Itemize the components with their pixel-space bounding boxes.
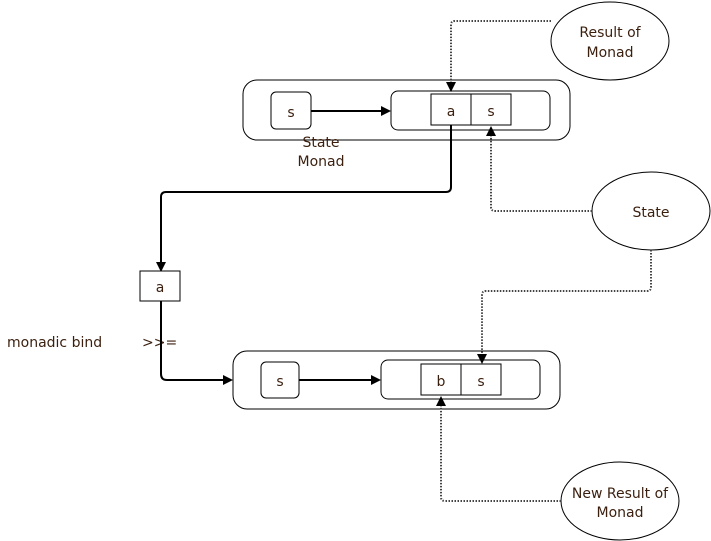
lower-result-value-cell [420, 363, 462, 396]
state-to-upper-pointer [486, 126, 592, 212]
bind-operator-label: >>= [142, 335, 177, 351]
state-monad-caption-line2: Monad [298, 154, 345, 170]
lower-result-state-label: s [477, 374, 484, 390]
new-result-line1: New Result of [572, 486, 669, 502]
bind-group: a monadic bind >>= [7, 270, 181, 351]
bind-value-box [139, 270, 181, 302]
state-callout-label: State [632, 205, 669, 221]
extract-value-arrow [156, 125, 452, 272]
new-result-pointer [436, 396, 561, 502]
state-to-lower-pointer [477, 250, 652, 364]
lower-input-state-label: s [276, 374, 283, 390]
upper-result-value-label: a [447, 104, 456, 120]
new-result-callout: New Result of Monad [560, 461, 680, 541]
upper-monad: s a s State Monad [242, 79, 571, 170]
result-of-monad-pointer [446, 20, 551, 92]
lower-result-value-label: b [437, 374, 446, 390]
result-of-monad-ellipse [550, 1, 670, 81]
upper-result-state-label: s [487, 104, 494, 120]
state-callout: State [591, 171, 711, 251]
state-monad-caption-line1: State [302, 135, 339, 151]
bind-value-label: a [156, 280, 165, 296]
result-of-monad-line2: Monad [587, 45, 634, 61]
result-of-monad-line1: Result of [579, 25, 641, 41]
monadic-bind-label: monadic bind [7, 335, 102, 351]
new-result-line2: Monad [597, 505, 644, 521]
result-of-monad-callout: Result of Monad [550, 1, 670, 81]
upper-input-state-label: s [287, 105, 294, 121]
upper-result-state-cell [470, 93, 512, 126]
lower-result-state-cell [460, 363, 502, 396]
bind-arrow [160, 301, 233, 385]
lower-monad: s b s [232, 350, 561, 410]
